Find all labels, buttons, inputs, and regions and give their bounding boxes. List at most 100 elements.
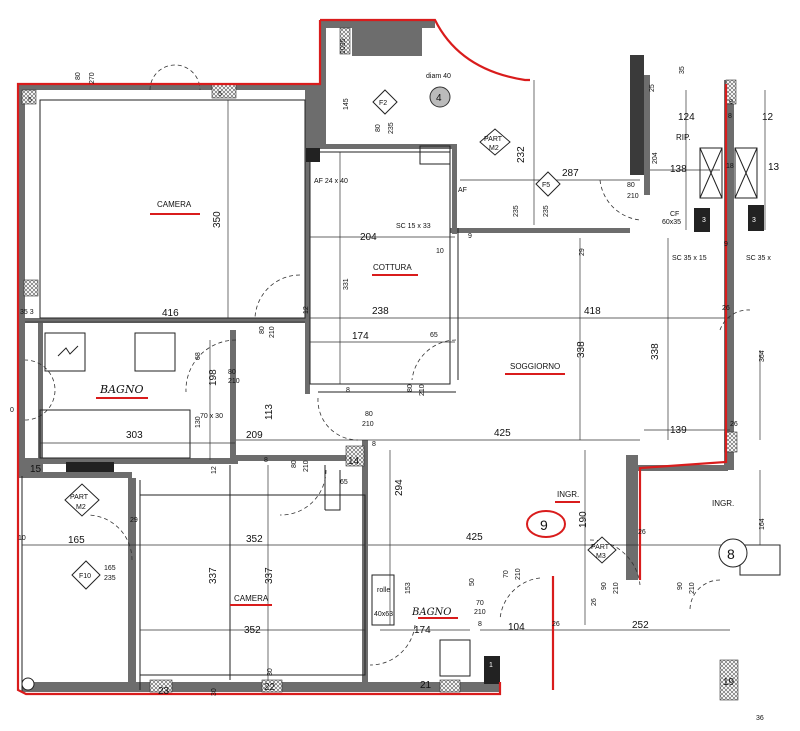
svg-text:26: 26 xyxy=(730,421,738,428)
svg-text:425: 425 xyxy=(494,428,511,439)
tag-part-m2-top: PART M2 xyxy=(479,128,511,156)
svg-text:10: 10 xyxy=(18,535,26,542)
room-rip: RIP. xyxy=(676,133,691,142)
svg-text:210: 210 xyxy=(303,460,310,472)
svg-text:90: 90 xyxy=(601,582,608,590)
svg-text:9: 9 xyxy=(729,99,733,106)
room-ingr: INGR. xyxy=(557,490,579,499)
unit-9-marker: 9 xyxy=(526,510,566,538)
svg-text:8: 8 xyxy=(727,546,735,562)
svg-text:8: 8 xyxy=(372,441,376,448)
svg-text:F10: F10 xyxy=(79,573,91,580)
svg-text:13: 13 xyxy=(768,162,780,173)
column-4-marker: 4 xyxy=(429,86,451,108)
dimension-lines xyxy=(22,80,780,680)
walls xyxy=(18,20,764,701)
label-sc-a: SC 15 x 33 xyxy=(396,223,431,230)
svg-text:30: 30 xyxy=(267,668,274,676)
svg-text:210: 210 xyxy=(474,609,486,616)
svg-text:210: 210 xyxy=(627,193,639,200)
svg-text:M3: M3 xyxy=(596,553,606,560)
svg-text:350: 350 xyxy=(212,211,223,228)
svg-text:235: 235 xyxy=(388,122,395,134)
svg-text:209: 209 xyxy=(246,430,263,441)
label-70x30: 70 x 30 xyxy=(200,413,223,420)
room-camera-top: CAMERA xyxy=(157,200,192,209)
svg-text:287: 287 xyxy=(562,168,579,179)
label-af: AF 24 x 40 xyxy=(314,178,348,185)
svg-text:80: 80 xyxy=(75,72,82,80)
svg-text:416: 416 xyxy=(162,308,179,319)
svg-text:35 3: 35 3 xyxy=(20,309,34,316)
svg-text:9: 9 xyxy=(540,517,548,533)
svg-text:F5: F5 xyxy=(542,182,550,189)
svg-text:12: 12 xyxy=(303,306,310,314)
svg-text:1035: 1035 xyxy=(340,38,347,54)
room-labels: CAMERA COTTURA SOGGIORNO BAGNO CAMERA BA… xyxy=(99,133,734,618)
tag-f5: F5 xyxy=(535,171,561,197)
svg-text:18: 18 xyxy=(726,163,734,170)
svg-text:70: 70 xyxy=(476,600,484,607)
svg-text:104: 104 xyxy=(508,622,525,633)
svg-text:10: 10 xyxy=(436,248,444,255)
red-underlines xyxy=(96,213,580,619)
svg-text:174: 174 xyxy=(414,625,431,636)
svg-text:14: 14 xyxy=(348,456,360,467)
svg-text:PART: PART xyxy=(591,544,610,551)
svg-text:235: 235 xyxy=(543,205,550,217)
svg-text:338: 338 xyxy=(576,341,587,358)
svg-text:303: 303 xyxy=(126,430,143,441)
svg-text:204: 204 xyxy=(652,152,659,164)
svg-text:337: 337 xyxy=(264,567,275,584)
svg-text:352: 352 xyxy=(246,534,263,545)
svg-text:164: 164 xyxy=(759,518,766,530)
svg-text:80: 80 xyxy=(259,326,266,334)
col-3a: 3 xyxy=(702,217,706,224)
svg-text:90: 90 xyxy=(677,582,684,590)
svg-text:M2: M2 xyxy=(489,145,499,152)
label-sc-b: SC 35 x 15 xyxy=(672,255,707,262)
svg-text:80: 80 xyxy=(375,124,382,132)
svg-text:252: 252 xyxy=(632,620,649,631)
svg-text:PART: PART xyxy=(484,136,503,143)
col-3b: 3 xyxy=(752,217,756,224)
svg-text:25: 25 xyxy=(649,84,656,92)
svg-text:65: 65 xyxy=(430,332,438,339)
svg-text:68: 68 xyxy=(195,352,202,360)
svg-text:210: 210 xyxy=(269,326,276,338)
room-ingr-right: INGR. xyxy=(712,499,734,508)
label-sc-c: SC 35 x xyxy=(746,255,771,262)
svg-text:9: 9 xyxy=(468,233,472,240)
svg-text:8: 8 xyxy=(728,113,732,120)
label-40x63: 40x63 xyxy=(374,611,393,618)
svg-text:23: 23 xyxy=(158,686,170,697)
tag-part-m2-left: PART M2 xyxy=(64,483,100,517)
svg-text:36: 36 xyxy=(756,715,764,722)
interior-lines xyxy=(21,99,781,692)
svg-text:364: 364 xyxy=(759,350,766,362)
svg-text:113: 113 xyxy=(264,404,275,420)
svg-text:21: 21 xyxy=(420,680,432,691)
svg-text:80: 80 xyxy=(627,182,635,189)
room-bagno-left: BAGNO xyxy=(99,383,143,396)
svg-text:26: 26 xyxy=(722,305,730,312)
svg-text:145: 145 xyxy=(343,98,350,110)
svg-text:138: 138 xyxy=(670,164,687,175)
svg-text:8: 8 xyxy=(478,621,482,628)
svg-text:F2: F2 xyxy=(379,100,387,107)
svg-text:80: 80 xyxy=(291,460,298,468)
svg-text:210: 210 xyxy=(515,568,522,580)
svg-text:80: 80 xyxy=(365,411,373,418)
svg-text:210: 210 xyxy=(228,378,240,385)
svg-text:26: 26 xyxy=(591,598,598,606)
svg-text:9: 9 xyxy=(724,241,728,248)
svg-text:80: 80 xyxy=(407,384,414,392)
svg-text:232: 232 xyxy=(516,146,527,163)
svg-text:50: 50 xyxy=(469,578,476,586)
svg-text:29: 29 xyxy=(130,517,138,524)
svg-text:5: 5 xyxy=(218,91,222,98)
label-rolle: rolle xyxy=(377,587,390,594)
tag-f2: F2 xyxy=(372,89,398,115)
svg-text:5: 5 xyxy=(28,97,32,104)
svg-text:153: 153 xyxy=(405,582,412,594)
